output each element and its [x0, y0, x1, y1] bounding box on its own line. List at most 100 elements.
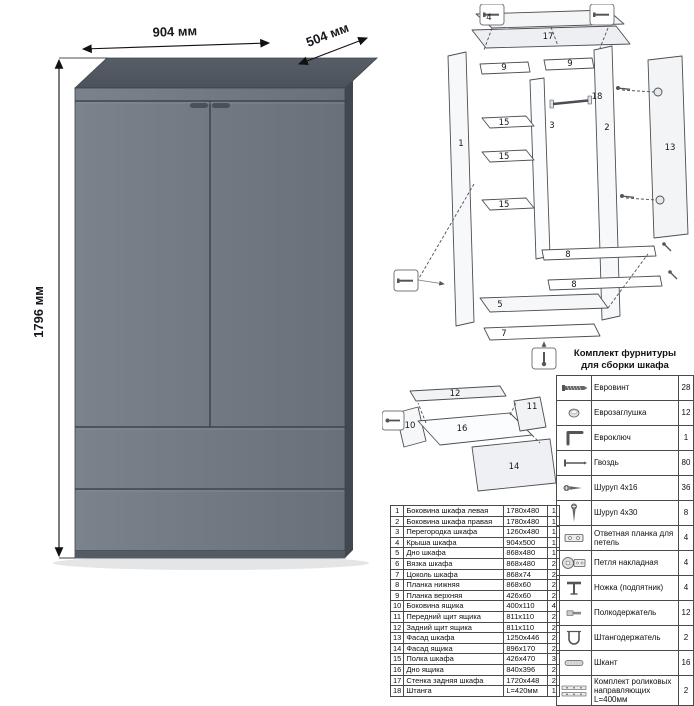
slides-icon: [559, 680, 589, 702]
hexkey-icon: [559, 427, 589, 449]
screw-callouts: [393, 3, 615, 370]
hardware-qty: 16: [678, 649, 694, 676]
part-name: Перегородка шкафа: [403, 526, 505, 538]
part-name: Боковина ящика: [403, 600, 505, 612]
part-size: 1260x480: [503, 526, 549, 538]
hardware-kit-section: Комплект фурнитуры для сборки шкафа Евро…: [556, 348, 694, 706]
part-name: Фасад шкафа: [403, 632, 505, 644]
hardware-name: Ножка (подпятник): [591, 574, 679, 601]
part-name: Задний щит ящика: [403, 621, 505, 634]
diagram-part-number: 8: [571, 279, 577, 290]
part-number: 16: [389, 663, 405, 676]
hardware-name: Шуруп 4x30: [591, 499, 679, 526]
part-name: Фасад ящика: [403, 642, 505, 655]
part-number: 7: [389, 568, 405, 581]
hardware-name: Петля накладная: [591, 549, 679, 576]
part-name: Планка нижняя: [403, 579, 505, 591]
part-name: Цоколь шкафа: [403, 568, 505, 581]
hardware-name: Комплект роликовых направляющих L=400мм: [591, 674, 679, 706]
hardware-qty: 80: [678, 449, 694, 476]
hardware-name: Шкант: [591, 649, 679, 676]
door-grip-right: [212, 103, 230, 108]
hardware-icon-cell: [556, 649, 592, 676]
diagram-part-number: 16: [456, 423, 468, 434]
part-number: 13: [389, 632, 405, 644]
part-size: 868x74: [503, 568, 549, 581]
wardrobe-side-face: [345, 80, 353, 558]
hardware-qty: 36: [678, 474, 694, 501]
part-number: 12: [389, 621, 405, 634]
diagram-part-number: 8: [565, 249, 571, 260]
hardware-icon-cell: [556, 549, 592, 576]
hardware-icon-cell: [556, 424, 592, 451]
part-number: 9: [389, 589, 405, 602]
hardware-qty: 12: [678, 399, 694, 426]
hardware-name: Евроключ: [591, 424, 679, 451]
hardware-icon-cell: [556, 374, 592, 401]
part-number: 6: [389, 557, 405, 570]
dowel-icon: [559, 652, 589, 674]
part-size: 868x480: [503, 557, 549, 570]
part-size: 811x110: [503, 621, 549, 634]
diagram-part-number: 5: [497, 299, 503, 310]
hardware-name: Шуруп 4x16: [591, 474, 679, 501]
part-name: Боковина шкафа правая: [403, 515, 505, 528]
part-name: Передний щит ящика: [403, 610, 505, 623]
wardrobe-illustration: 1796 мм 904 мм 504 мм: [31, 20, 379, 570]
door-grip-left: [190, 103, 208, 108]
drawer-screw-callout: [381, 410, 405, 431]
diagram-part-number: 18: [591, 91, 603, 102]
hardware-icon-cell: [556, 624, 592, 651]
strikeplate-icon: [559, 527, 589, 549]
hardware-icon-cell: [556, 674, 592, 706]
part-size: 426x470: [503, 653, 549, 665]
hardware-kit-title: Комплект фурнитуры для сборки шкафа: [556, 348, 694, 372]
part-size: 426x60: [503, 589, 549, 602]
part-number: 17: [389, 674, 405, 687]
drawer-assembly-svg: [381, 385, 557, 492]
diagram-part-number: 15: [498, 199, 510, 210]
diagram-part-number: 1: [458, 138, 464, 149]
diagram-part-number: 2: [604, 122, 610, 133]
part-name: Вязка шкафа: [403, 557, 505, 570]
cap-icon: [559, 402, 589, 424]
hardware-qty: 4: [678, 549, 694, 576]
width-label: 904 мм: [152, 23, 197, 40]
hardware-row: Ножка (подпятник)4: [556, 574, 694, 601]
screw16-icon: [559, 477, 589, 499]
part-size: 1720x448: [503, 674, 549, 687]
dimension-height: 1796 мм: [31, 57, 107, 559]
shelfpin-icon: [559, 602, 589, 624]
wardrobe-plinth: [75, 551, 345, 558]
hardware-name: Евровинт: [591, 374, 679, 401]
diagram-part-number: 15: [498, 117, 510, 128]
part-number: 11: [389, 610, 405, 623]
part-number: 3: [389, 526, 405, 538]
part-name: Полка шкафа: [403, 653, 505, 665]
exploded-assembly-svg: [393, 3, 689, 370]
euroscrew-icon: [559, 377, 589, 399]
hardware-qty: 4: [678, 574, 694, 601]
foot-icon: [559, 577, 589, 599]
hardware-icon-cell: [556, 599, 592, 626]
hardware-qty: 1: [678, 424, 694, 451]
diagram-part-number: 10: [404, 420, 416, 431]
screw30-icon: [559, 502, 589, 524]
part-size: 811x110: [503, 610, 549, 623]
